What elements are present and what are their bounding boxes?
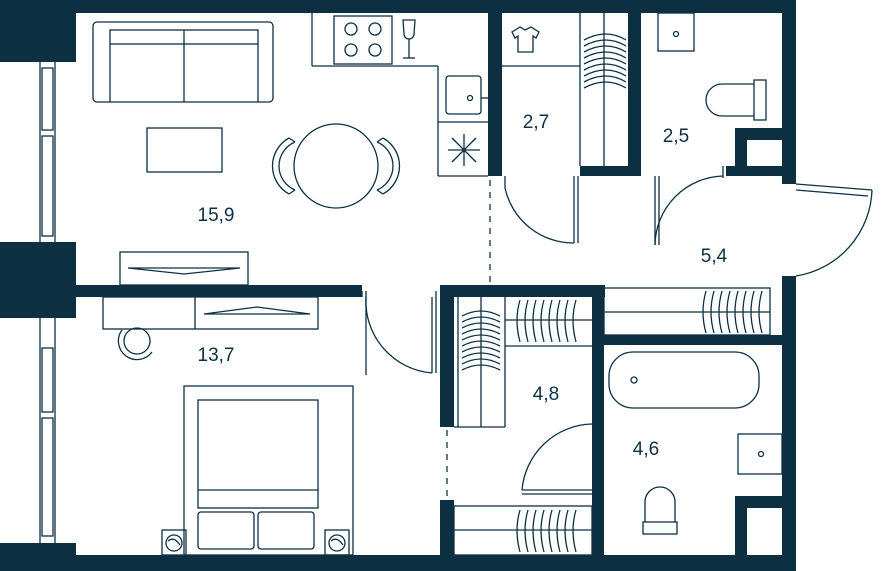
coffee-table-icon [146,127,223,173]
wardrobe-area: 2,7 [523,112,549,133]
living-kitchen-area: 15,9 [198,205,235,226]
wc-area: 2,5 [663,126,689,147]
fridge-icon [448,134,480,166]
nightstand-left-icon [161,529,187,556]
desk-icon [102,296,319,361]
window-bedroom [39,318,56,543]
bedroom-door[interactable] [361,291,437,375]
dressing-room-area: 4,8 [533,384,559,405]
sink-icon [445,75,490,115]
stove-icon [333,15,393,65]
bath-toilet-icon [642,486,678,535]
walls [0,0,796,571]
kitchen-counter [311,13,488,177]
toilet-icon [705,79,767,121]
window-living-room [39,62,56,242]
dining-table-icon [271,123,401,209]
bathtub-icon [608,351,760,409]
bed-icon [183,385,354,556]
sofa-icon [92,21,274,103]
hall-shelves [453,505,593,556]
wine-glass-icon [402,19,416,59]
wc-sink-icon [657,12,695,52]
bath-sink-icon [737,433,783,475]
entrance-door[interactable] [795,183,873,277]
hall-area: 5,4 [701,246,728,267]
hall-wardrobe [603,287,771,336]
bathroom-door[interactable] [521,423,604,495]
nightstand-right-icon [324,529,350,556]
bathroom-area: 4,6 [633,439,659,460]
shirt-icon [511,26,540,53]
dressing-shelves [454,297,592,428]
wc-door[interactable] [654,166,724,246]
wardrobe-rack [502,13,627,166]
wardrobe-door[interactable] [504,176,579,244]
bedroom-area: 13,7 [198,345,235,366]
tv-console-icon [119,251,249,286]
